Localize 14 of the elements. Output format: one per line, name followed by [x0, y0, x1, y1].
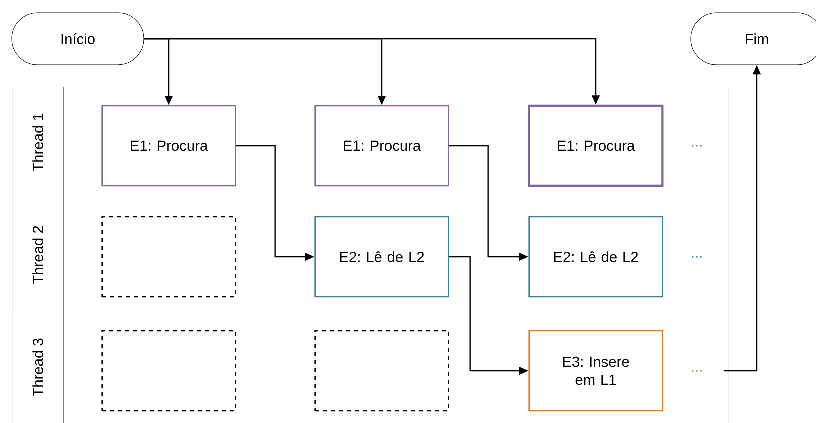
step-box: E1: Procura	[528, 104, 664, 188]
step-box: E1: Procura	[102, 105, 236, 187]
empty-slot	[102, 216, 236, 298]
terminal-pill: Fim	[690, 12, 816, 66]
step-box: E3: Insere em L1	[528, 330, 664, 412]
continuation-dots: ...	[692, 370, 702, 372]
continuation-dots: ...	[692, 145, 702, 147]
empty-slot	[102, 330, 236, 412]
terminal-pill: Início	[12, 12, 144, 66]
step-box: E1: Procura	[314, 105, 450, 187]
step-box: E2: Lê de L2	[528, 216, 664, 298]
step-box: E2: Lê de L2	[314, 216, 450, 298]
continuation-dots: ...	[692, 256, 702, 258]
empty-slot	[314, 330, 450, 412]
